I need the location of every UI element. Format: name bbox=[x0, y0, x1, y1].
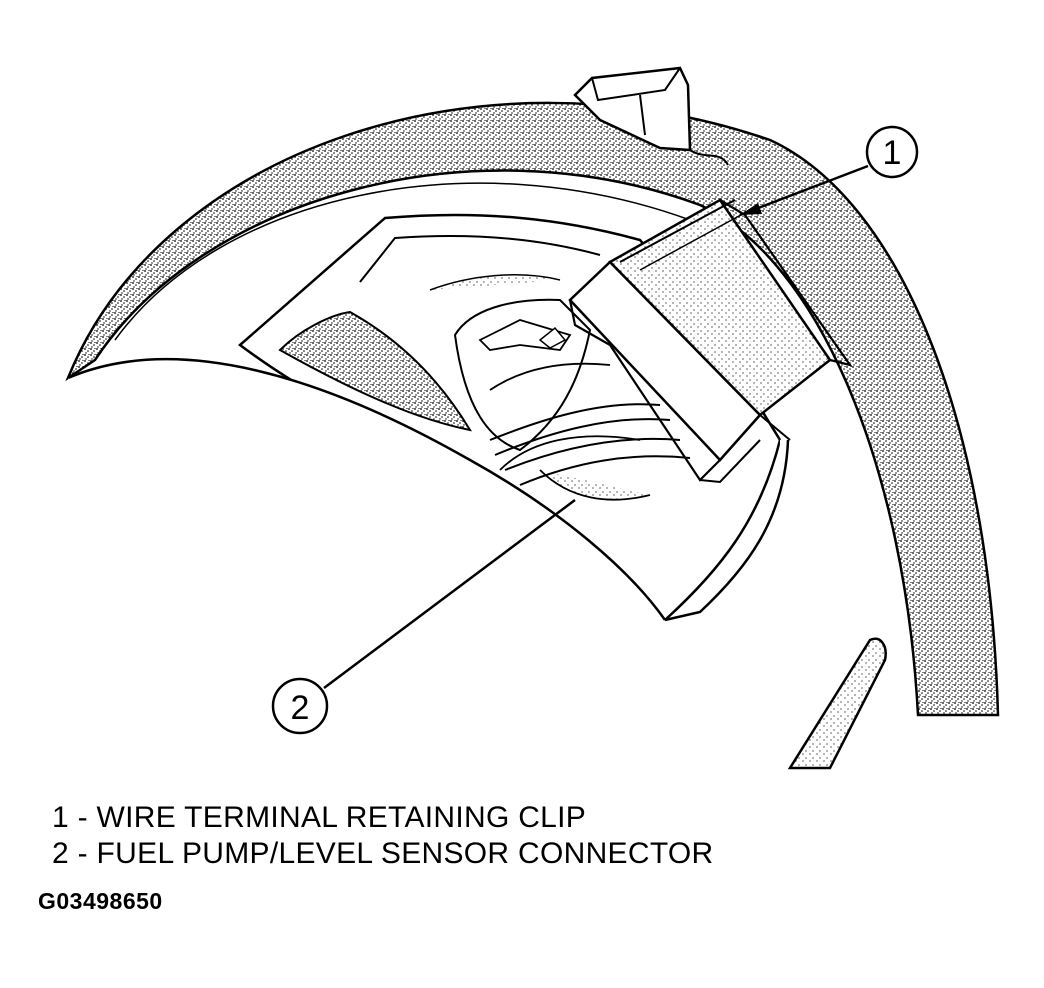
leader-line-2 bbox=[323, 498, 576, 690]
wall-slot bbox=[787, 637, 887, 770]
callout-circle-1 bbox=[865, 125, 919, 179]
legend-item-2: 2 - FUEL PUMP/LEVEL SENSOR CONNECTOR bbox=[52, 837, 714, 870]
tank-rim bbox=[65, 101, 1000, 717]
fuel-pump-connector-illustration: 1 2 bbox=[65, 66, 1000, 770]
callout-number-1: 1 bbox=[883, 134, 902, 172]
module-wall bbox=[67, 357, 820, 768]
top-connector-block bbox=[573, 66, 729, 166]
callout-number-2: 2 bbox=[291, 689, 310, 727]
connector-with-retaining-clip bbox=[568, 198, 853, 484]
legend: 1 - WIRE TERMINAL RETAINING CLIP 2 - FUE… bbox=[52, 800, 714, 872]
figure-id: G03498650 bbox=[38, 888, 163, 914]
wire-harness bbox=[489, 403, 691, 486]
legend-item-1: 1 - WIRE TERMINAL RETAINING CLIP bbox=[52, 801, 587, 834]
callout-2: 2 bbox=[271, 498, 576, 735]
callout-1: 1 bbox=[739, 125, 919, 217]
callout-circle-2 bbox=[271, 677, 329, 735]
leader-line-1 bbox=[739, 164, 869, 217]
